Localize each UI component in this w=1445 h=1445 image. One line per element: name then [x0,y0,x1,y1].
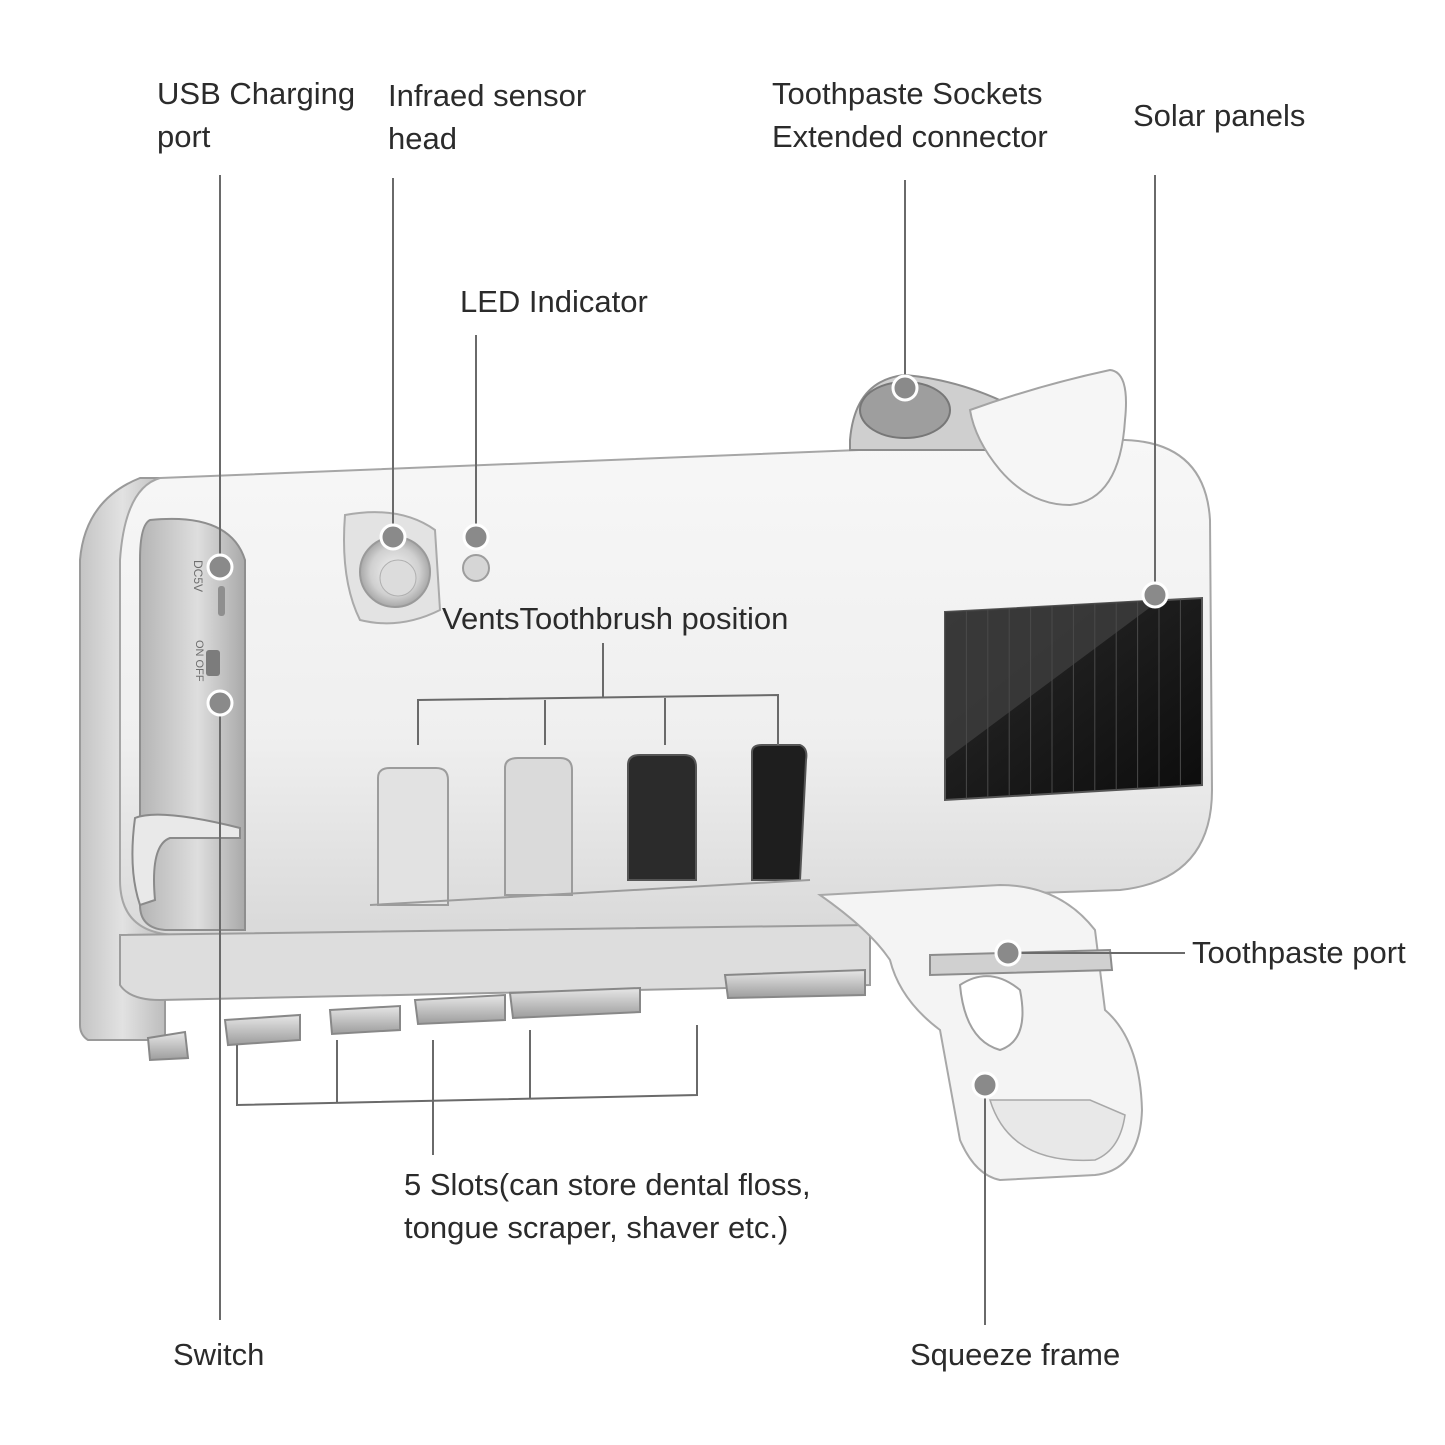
toothbrush-slots [369,744,811,906]
label-toothpaste-port: Toothpaste port [1192,931,1406,974]
label-led-indicator: LED Indicator [460,280,648,323]
callout-markers [206,374,1169,1099]
label-switch: Switch [173,1333,264,1376]
toothbrush-slot-3 [627,754,697,881]
toothbrush-slot-4 [751,744,808,881]
led-light [462,554,490,582]
label-slots: 5 Slots(can store dental floss, tongue s… [404,1163,811,1249]
label-line: USB Charging [157,76,356,111]
toothbrush-slot-2 [504,757,573,896]
marker-usb-port [206,553,234,581]
label-infrared-sensor-head: Infraed sensor head [388,74,586,160]
label-line: Switch [173,1337,265,1372]
label-line: Solar panels [1133,98,1306,133]
toothpaste-nozzle [929,948,1114,977]
label-line: port [157,119,211,154]
usb-slot [218,586,225,616]
marker-toothpaste-socket [891,374,919,402]
marker-infrared-sensor [379,523,407,551]
dc-label: DC5V [191,560,205,592]
label-solar-panels: Solar panels [1133,94,1305,137]
leader-lines [219,175,1185,1325]
label-line: Squeeze frame [910,1337,1121,1372]
marker-toothpaste-port [994,939,1022,967]
label-line: Toothpaste port [1192,935,1406,970]
switch-label: ON OFF [193,640,205,682]
label-toothbrush-position: VentsToothbrush position [442,597,788,640]
label-line: Infraed sensor [388,78,587,113]
label-toothpaste-sockets: Toothpaste Sockets Extended connector [772,72,1048,158]
label-line: LED Indicator [460,284,648,319]
toothbrush-slot-1 [377,767,449,906]
label-line: Toothpaste Sockets [772,76,1043,111]
marker-solar-panels [1141,581,1169,609]
bracket-slots [236,1025,698,1107]
switch-slider [206,650,220,676]
marker-squeeze-frame [971,1071,999,1099]
slot-divider-edge [369,879,811,906]
cavity-hook [131,813,241,907]
solar-cell-lines [965,599,1181,799]
label-line: Extended connector [772,119,1048,154]
squeeze-handle-hole [958,975,1024,1052]
label-line: VentsToothbrush position [442,601,789,636]
bracket-toothbrush-position [417,693,779,745]
marker-switch [206,689,234,717]
label-usb-charging-port: USB Charging port [157,72,355,158]
label-line: head [388,121,457,156]
label-squeeze-frame: Squeeze frame [910,1333,1120,1376]
label-line: 5 Slots(can store dental floss, [404,1167,811,1202]
squeeze-tray [988,1099,1126,1162]
shelf-tabs [146,968,866,1062]
marker-led-indicator [462,523,490,551]
label-line: tongue scraper, shaver etc.) [404,1210,789,1245]
toothpaste-cup [968,368,1127,507]
sensor-lens [379,559,417,597]
